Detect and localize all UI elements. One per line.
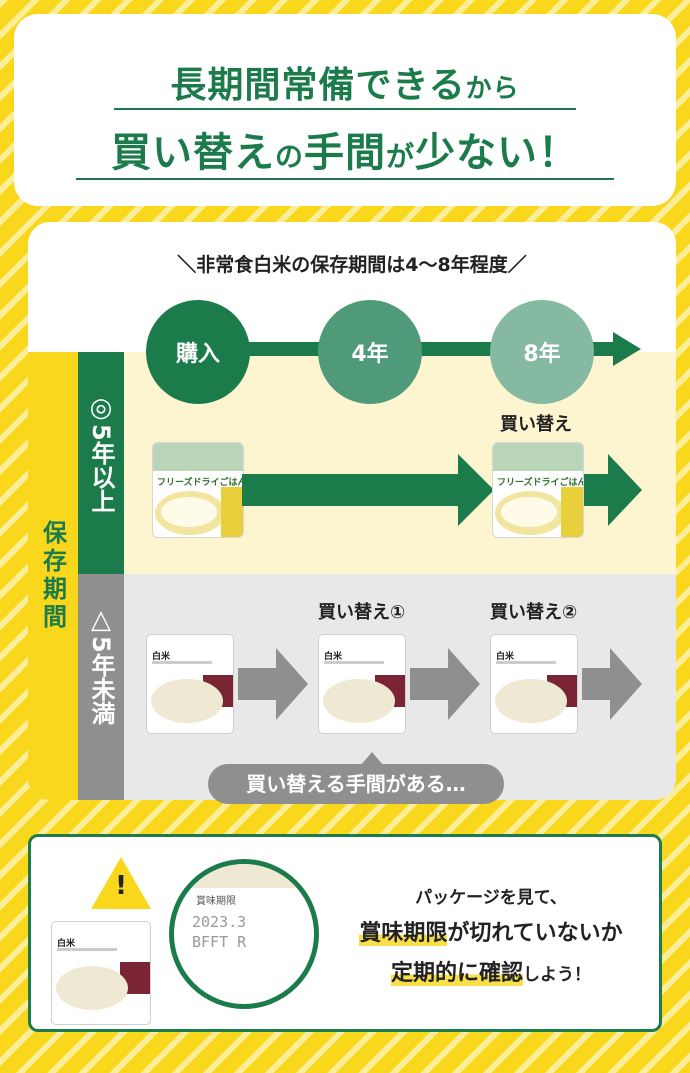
freeze-dry-rice-package: フリーズドライごはん — [152, 442, 244, 538]
expiry-stamp-magnifier: 賞味期限 2023.3 BFFT R — [169, 859, 319, 1009]
storage-period-side-label: 保存期間 — [28, 352, 78, 800]
timeline-node-4-years: 4年 — [318, 300, 422, 404]
headline-rule-1 — [114, 108, 576, 110]
short-shelf-arrow-1 — [238, 648, 308, 720]
short-replace-caption-1: 買い替え① — [318, 602, 406, 623]
long-shelf-label: 5年以上 — [87, 424, 115, 513]
storage-period-subtitle: ＼非常食白米の保存期間は4〜8年程度／ — [177, 254, 527, 276]
headline-rule-2 — [76, 178, 614, 180]
headline-line-1: 長期間常備できるから — [170, 65, 520, 106]
warning-mark: ! — [115, 871, 127, 901]
white-rice-package: 白米 — [146, 634, 234, 734]
white-rice-package-replacement-2: 白米 — [490, 634, 578, 734]
white-rice-package-replacement-1: 白米 — [318, 634, 406, 734]
replacement-effort-note: 買い替える手間がある… — [208, 764, 504, 804]
expiry-check-card: ! 白米 賞味期限 2023.3 BFFT R パッケージを見て、 賞味期限が切… — [28, 834, 662, 1032]
package-name: フリーズドライごはん — [497, 478, 584, 488]
expiry-stamp: 2023.3 BFFT R — [192, 913, 247, 951]
timeline-arrow-head — [613, 332, 641, 366]
long-shelf-arrow — [242, 454, 494, 526]
expiry-header: 賞味期限 — [196, 896, 236, 907]
short-shelf-arrow-3 — [582, 648, 644, 720]
check-line-2: 賞味期限が切れていないか — [359, 921, 623, 946]
check-line-1: パッケージを見て、 — [415, 888, 567, 908]
checked-rice-package: 白米 — [51, 921, 151, 1025]
timeline-card: ＼非常食白米の保存期間は4〜8年程度／ 保存期間 ◎ 5年以上 △ 5年未満 購… — [28, 222, 676, 800]
note-pill-notch — [360, 752, 384, 766]
short-shelf-label: 5年未満 — [87, 636, 115, 725]
long-replace-caption: 買い替え — [500, 414, 572, 435]
check-line-3: 定期的に確認しよう！ — [390, 961, 591, 986]
timeline-node-8-years: 8年 — [490, 300, 594, 404]
long-shelf-arrow-continue — [584, 454, 644, 526]
triangle-icon: △ — [91, 605, 111, 635]
headline-card: 長期間常備できるから 買い替えの手間が少ない！ — [14, 14, 676, 206]
short-shelf-arrow-2 — [410, 648, 480, 720]
short-replace-caption-2: 買い替え② — [490, 602, 578, 623]
short-shelf-rail: △ 5年未満 — [78, 574, 124, 800]
timeline-node-purchase: 購入 — [146, 300, 250, 404]
package-name: フリーズドライごはん — [157, 478, 244, 488]
double-circle-icon: ◎ — [89, 393, 113, 423]
long-shelf-rail: ◎ 5年以上 — [78, 352, 124, 574]
headline-line-2: 買い替えの手間が少ない！ — [110, 130, 580, 176]
warning-icon — [91, 857, 151, 909]
freeze-dry-rice-package-replacement: フリーズドライごはん — [492, 442, 584, 538]
